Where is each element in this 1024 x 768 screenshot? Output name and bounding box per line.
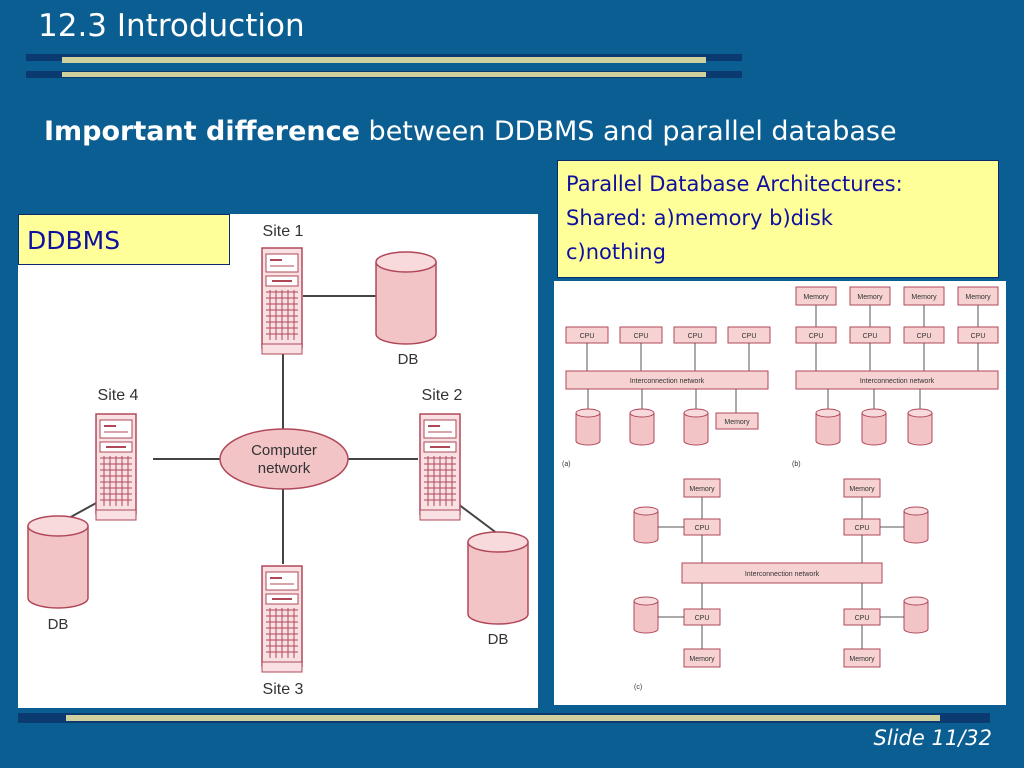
site-4-db-icon bbox=[27, 515, 89, 609]
b-cpu-1-label: CPU bbox=[809, 333, 824, 340]
parallel-db-label-box: Parallel Database Architectures: Shared:… bbox=[557, 160, 999, 278]
label-c: (c) bbox=[634, 684, 642, 691]
top-bar-light-lower bbox=[62, 72, 706, 77]
slide-number: Slide 11/32 bbox=[873, 726, 992, 750]
a-interconnect-label: Interconnection network bbox=[630, 378, 705, 385]
c-disk-top-left bbox=[633, 511, 659, 544]
c-disk-top-right-top bbox=[903, 506, 929, 516]
a-memory bbox=[715, 412, 759, 430]
site-4-label: Site 4 bbox=[98, 387, 139, 404]
site-3-label: Site 3 bbox=[263, 681, 304, 698]
c-disk-top-right bbox=[903, 511, 929, 544]
ddbms-diagram-panel: Computer network Site 1 DB Site 4 DB Sit… bbox=[18, 214, 538, 708]
c-interconnect bbox=[681, 562, 883, 584]
a-interconnect bbox=[565, 370, 769, 390]
b-memory-4-label: Memory bbox=[965, 294, 991, 301]
site-4-db-label: DB bbox=[48, 616, 69, 633]
c-disk-top-left-top bbox=[633, 506, 659, 516]
c-disk-bottom-right-top bbox=[903, 596, 929, 606]
b-disk-1-top bbox=[815, 408, 841, 418]
b-cpu-4-label: CPU bbox=[971, 333, 986, 340]
a-cpu-3-label: CPU bbox=[688, 333, 703, 340]
site-2-server-icon bbox=[419, 413, 461, 521]
b-disk-2-top bbox=[861, 408, 887, 418]
slide-title: 12.3 Introduction bbox=[38, 8, 305, 44]
b-interconnect bbox=[795, 370, 999, 390]
label-b: (b) bbox=[792, 461, 801, 468]
site-1-label: Site 1 bbox=[263, 223, 304, 240]
parallel-box-line2: Shared: a)memory b)disk bbox=[566, 206, 833, 230]
b-cpu-3-label: CPU bbox=[917, 333, 932, 340]
c-disk-bottom-left bbox=[633, 601, 659, 634]
network-label-line1: Computer bbox=[251, 442, 317, 459]
c-cpu-bottom-left-label: CPU bbox=[695, 615, 710, 622]
b-disk-2 bbox=[861, 413, 887, 446]
parallel-box-line3: c)nothing bbox=[566, 240, 666, 264]
b-disk-3 bbox=[907, 413, 933, 446]
c-memory-bottom-left-label: Memory bbox=[689, 656, 715, 663]
b-memory-1-label: Memory bbox=[803, 294, 829, 301]
b-interconnect-label: Interconnection network bbox=[860, 378, 935, 385]
a-memory-label: Memory bbox=[724, 419, 750, 426]
parallel-box-line1: Parallel Database Architectures: bbox=[566, 172, 903, 196]
b-memory-2-label: Memory bbox=[857, 294, 883, 301]
b-memory-3-label: Memory bbox=[911, 294, 937, 301]
c-memory-top-right-label: Memory bbox=[849, 486, 875, 493]
top-bar-light bbox=[62, 57, 706, 63]
a-disk-3 bbox=[683, 413, 709, 446]
b-disk-1 bbox=[815, 413, 841, 446]
b-cpu-2-label: CPU bbox=[863, 333, 878, 340]
a-disk-3-top bbox=[683, 408, 709, 418]
label-a: (a) bbox=[562, 461, 571, 468]
a-disk-1-top bbox=[575, 408, 601, 418]
a-disk-2-top bbox=[629, 408, 655, 418]
computer-network-node bbox=[219, 428, 349, 490]
c-memory-bottom-right-label: Memory bbox=[849, 656, 875, 663]
a-cpu-4-label: CPU bbox=[742, 333, 757, 340]
site-1-db-label: DB bbox=[398, 351, 419, 368]
c-disk-bottom-right bbox=[903, 601, 929, 634]
a-cpu-2-label: CPU bbox=[634, 333, 649, 340]
site-1-server-icon bbox=[261, 247, 303, 355]
heading-bold: Important difference bbox=[44, 116, 360, 147]
ddbms-diagram: Computer network Site 1 DB Site 4 DB Sit… bbox=[27, 223, 529, 698]
heading-rest: between DDBMS and parallel database bbox=[359, 116, 897, 147]
slide-heading: Important difference between DDBMS and p… bbox=[44, 116, 897, 147]
c-memory-top-left-label: Memory bbox=[689, 486, 715, 493]
site-3-server-icon bbox=[261, 565, 303, 673]
network-label-line2: network bbox=[258, 460, 311, 477]
c-cpu-top-left-label: CPU bbox=[695, 525, 710, 532]
a-cpu-1-label: CPU bbox=[580, 333, 595, 340]
site-4-server-icon bbox=[95, 413, 137, 521]
c-cpu-bottom-right-label: CPU bbox=[855, 615, 870, 622]
ddbms-label-box: DDBMS bbox=[18, 214, 230, 265]
a-disk-2 bbox=[629, 413, 655, 446]
bottom-bar-light bbox=[66, 715, 940, 721]
a-disk-1 bbox=[575, 413, 601, 446]
c-interconnect-label: Interconnection network bbox=[745, 571, 820, 578]
network-links bbox=[57, 295, 499, 564]
c-disk-bottom-left-top bbox=[633, 596, 659, 606]
site-1-db-icon bbox=[375, 251, 437, 345]
site-2-db-icon bbox=[467, 531, 529, 625]
c-cpu-top-right-label: CPU bbox=[855, 525, 870, 532]
site-2-db-label: DB bbox=[488, 631, 509, 648]
site-2-label: Site 2 bbox=[422, 387, 463, 404]
b-disk-3-top bbox=[907, 408, 933, 418]
